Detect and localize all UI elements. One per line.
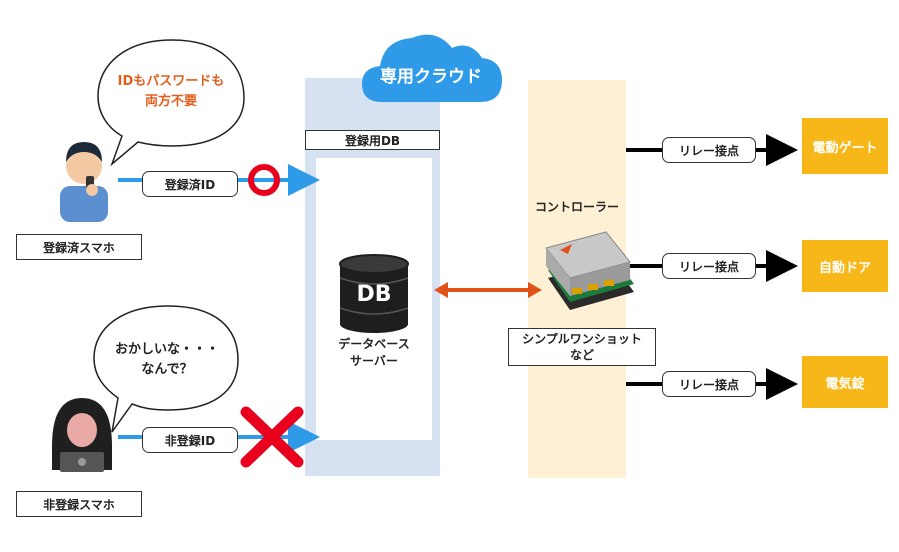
unregistered-id-label: 非登録ID bbox=[142, 427, 238, 453]
unregistered-phone-label: 非登録スマホ bbox=[16, 491, 142, 517]
controller-caption-line1: シンプルワンショット bbox=[522, 332, 642, 346]
unregistered-bubble-line2: なんで？ bbox=[141, 362, 193, 377]
unregistered-user-icon bbox=[52, 398, 112, 472]
db-header-label: 登録用DB bbox=[305, 130, 440, 150]
relay-label-2: リレー接点 bbox=[662, 253, 756, 279]
controller-caption-line2: など bbox=[569, 348, 594, 362]
device-electric-gate: 電動ゲート bbox=[802, 118, 888, 174]
db-server-label-line2: サーバー bbox=[350, 354, 398, 368]
cloud-title: 専用クラウド bbox=[380, 67, 482, 87]
unregistered-bubble-line1: おかしいな・・・ bbox=[114, 342, 219, 357]
registered-bubble-text: IDもパスワードも 両方不要 bbox=[104, 72, 238, 112]
registered-id-label: 登録済ID bbox=[142, 171, 238, 197]
ok-circle-mark bbox=[248, 164, 280, 196]
db-icon-text: DB bbox=[356, 282, 392, 307]
unregistered-bubble-text: おかしいな・・・ なんで？ bbox=[100, 340, 234, 380]
cloud-icon bbox=[362, 34, 502, 102]
device-automatic-door: 自動ドア bbox=[802, 240, 888, 292]
registered-bubble-line2: 両方不要 bbox=[144, 94, 197, 109]
database-icon bbox=[339, 254, 409, 333]
speech-bubble-unregistered bbox=[93, 305, 239, 433]
speech-bubble-registered bbox=[97, 39, 245, 167]
controller-title: コントローラー bbox=[534, 200, 619, 214]
db-server-label: データベース サーバー bbox=[316, 336, 432, 370]
db-controller-link-arrow bbox=[434, 282, 542, 298]
device-electric-lock: 電気錠 bbox=[802, 356, 888, 408]
ng-cross-mark bbox=[240, 406, 304, 468]
relay-label-3: リレー接点 bbox=[662, 371, 756, 397]
registered-phone-label: 登録済スマホ bbox=[16, 234, 142, 260]
controller-board-icon bbox=[545, 231, 634, 310]
controller-caption: シンプルワンショット など bbox=[508, 328, 656, 366]
db-server-label-line1: データベース bbox=[338, 337, 410, 351]
relay-label-1: リレー接点 bbox=[662, 137, 756, 163]
registered-bubble-line1: IDもパスワードも bbox=[117, 74, 225, 89]
registered-user-icon bbox=[60, 142, 108, 222]
